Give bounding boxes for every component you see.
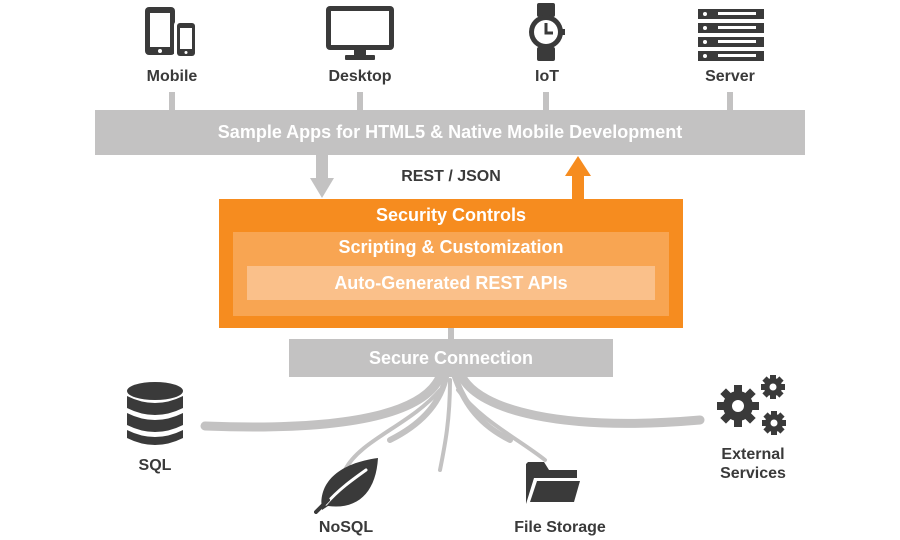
backend-label-file-storage: File Storage — [514, 519, 606, 536]
request-arrow — [310, 154, 334, 198]
security-controls-title: Security Controls — [375, 205, 527, 225]
desktop-monitor-icon — [326, 6, 394, 60]
security-controls-box: Security Controls Scripting & Customizat… — [219, 199, 683, 328]
server-rack-icon — [698, 9, 764, 61]
database-icon — [127, 382, 183, 445]
leaf-icon — [314, 458, 378, 514]
smartwatch-icon — [529, 3, 565, 61]
backend-roots — [200, 372, 705, 472]
sample-apps-bar: Sample Apps for HTML5 & Native Mobile De… — [95, 110, 805, 155]
mobile-tablet-icon — [145, 7, 196, 57]
client-label-desktop: Desktop — [328, 68, 392, 85]
secure-connection-bar: Secure Connection — [289, 339, 613, 377]
scripting-box: Scripting & Customization Auto-Generated… — [233, 232, 669, 316]
backend-label-external-services: External Services — [720, 446, 786, 482]
scripting-title: Scripting & Customization — [338, 237, 564, 257]
protocol-label: REST / JSON — [401, 168, 501, 185]
backend-label-sql: SQL — [138, 457, 172, 474]
backend-label-nosql: NoSQL — [318, 519, 374, 536]
client-label-server: Server — [705, 68, 755, 85]
client-label-iot: IoT — [535, 68, 559, 85]
gears-icon — [717, 375, 786, 435]
response-arrow — [565, 156, 591, 200]
folder-icon — [526, 462, 584, 504]
client-label-mobile: Mobile — [146, 68, 198, 85]
rest-apis-box: Auto-Generated REST APIs — [247, 266, 655, 300]
